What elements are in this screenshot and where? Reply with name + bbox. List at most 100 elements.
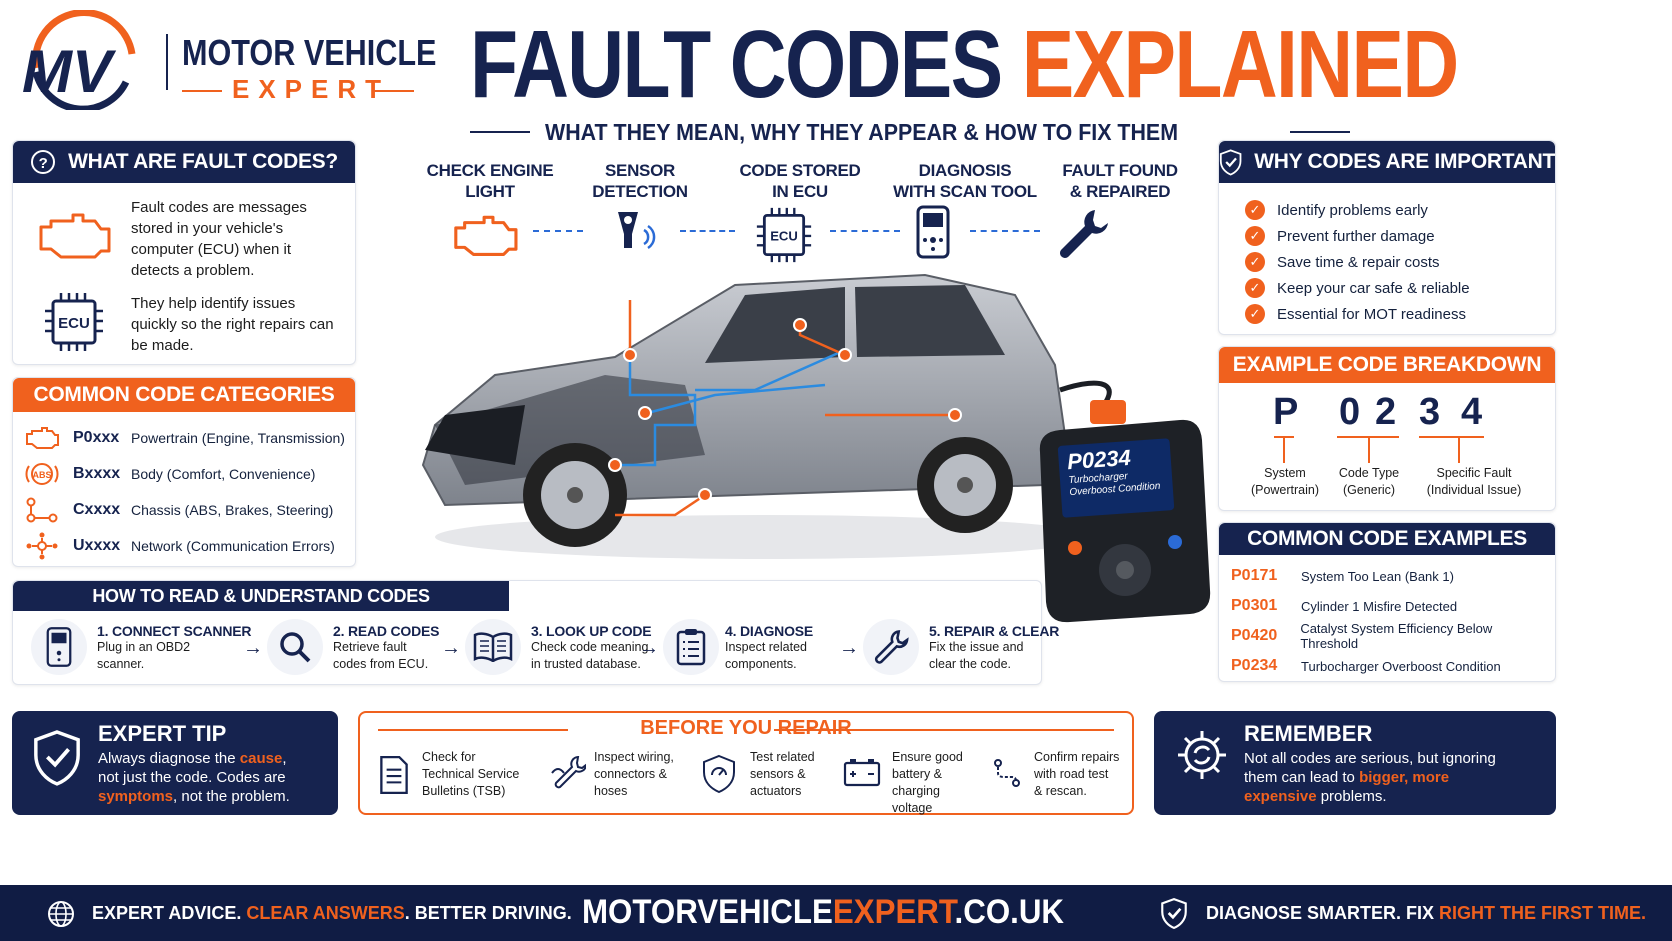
category-desc: Powertrain (Engine, Transmission) [131, 430, 345, 446]
subtitle-line-left [470, 131, 530, 133]
svg-text:?: ? [39, 155, 48, 172]
breakdown-label: System(Powertrain) [1250, 466, 1320, 497]
remember-text: Not all codes are serious, but ignoring … [1244, 750, 1496, 805]
flow-arrow [830, 230, 900, 232]
engine-icon [39, 213, 111, 259]
category-desc: Body (Comfort, Convenience) [131, 466, 316, 482]
scan-tool-icon [916, 205, 950, 259]
tip-heading: EXPERT TIP [98, 721, 227, 746]
subtitle-line-right [1290, 131, 1350, 133]
scanner-screen: P0234 Turbocharger Overboost Condition [1066, 443, 1160, 499]
why-item: ✓Essential for MOT readiness [1245, 301, 1470, 327]
brand-name-line1: MOTOR VEHICLE [182, 32, 437, 73]
code-char: 3 [1419, 391, 1441, 433]
abs-icon: ABS [25, 463, 59, 485]
flow-arrow [680, 230, 735, 232]
scanner-icon [1039, 400, 1211, 623]
logo-dash-right [374, 90, 414, 92]
mv-monogram: MV [22, 38, 117, 105]
what-panel: ? WHAT ARE FAULT CODES? Fault codes are … [12, 140, 356, 365]
breakdown-label: Code Type(Generic) [1338, 466, 1400, 497]
car-illustration [421, 273, 1112, 559]
howto-step-icon [31, 619, 87, 675]
footer-tagline-left: EXPERT ADVICE. CLEAR ANSWERS. BETTER DRI… [92, 903, 572, 923]
brand-logo[interactable]: MV MOTOR VEHICLE EXPERT [14, 10, 436, 110]
check-icon: ✓ [1245, 226, 1265, 246]
before-line-left [378, 729, 568, 731]
why-list: ✓Identify problems early ✓Prevent furthe… [1245, 197, 1470, 327]
howto-step-icon [267, 619, 323, 675]
scanner-device: P0234 Turbocharger Overboost Condition [1030, 400, 1240, 630]
shield-check-footer-icon [1161, 897, 1187, 929]
mv-logo-icon: MV [22, 10, 136, 110]
logo-divider [166, 34, 168, 90]
remember-panel: REMEMBER Not all codes are serious, but … [1154, 711, 1556, 815]
howto-heading: HOW TO READ & UNDERSTAND CODES [13, 581, 509, 611]
category-code: Bxxxx [73, 465, 121, 482]
code-char: 4 [1461, 391, 1483, 433]
footer-site-link[interactable]: MOTORVEHICLEEXPERT.CO.UK [582, 893, 1065, 931]
categories-list: P0xxx Powertrain (Engine, Transmission) … [25, 420, 350, 564]
what-heading: ? WHAT ARE FAULT CODES? [13, 141, 355, 183]
category-desc: Network (Communication Errors) [131, 538, 335, 554]
category-row: P0xxx Powertrain (Engine, Transmission) [25, 420, 350, 456]
shield-check-icon [1219, 149, 1242, 176]
svg-text:ABS: ABS [32, 470, 51, 480]
why-item: ✓Keep your car safe & reliable [1245, 275, 1470, 301]
category-desc: Chassis (ABS, Brakes, Steering) [131, 502, 334, 518]
gear-refresh-icon [1178, 731, 1226, 779]
breakdown-label: Specific Fault(Individual Issue) [1426, 466, 1522, 497]
category-row: Uxxxx Network (Communication Errors) [25, 528, 350, 564]
arrow-right-icon: → [639, 637, 659, 659]
network-icon [26, 532, 58, 560]
howto-panel: HOW TO READ & UNDERSTAND CODES 1. CONNEC… [12, 580, 1059, 685]
code-char: 2 [1375, 391, 1397, 433]
examples-heading: COMMON CODE EXAMPLES [1219, 523, 1555, 555]
sensor-test-icon [703, 754, 735, 794]
before-line-right [774, 729, 1114, 731]
check-icon: ✓ [1245, 278, 1265, 298]
why-item: ✓Prevent further damage [1245, 223, 1470, 249]
brand-name-line2: EXPERT [232, 74, 391, 104]
document-icon [380, 755, 408, 795]
breakdown-connectors [1274, 436, 1484, 463]
road-test-icon [994, 759, 1020, 787]
obd-scanner-icon [46, 627, 72, 667]
question-icon: ? [31, 150, 56, 174]
engine-small-icon [26, 427, 59, 449]
arrow-right-icon: → [441, 637, 461, 659]
category-row: ABS Bxxxx Body (Comfort, Convenience) [25, 456, 350, 492]
ecu-chip-icon: ECU [45, 293, 103, 351]
tip-text: Always diagnose the cause, not just the … [98, 750, 290, 805]
what-para2: They help identify issues quickly so the… [131, 295, 334, 354]
subtitle-block: WHAT THEY MEAN, WHY THEY APPEAR & HOW TO… [470, 115, 1360, 149]
breakdown-code: P 0 2 3 4 [1219, 391, 1557, 441]
svg-text:ECU: ECU [770, 229, 798, 244]
remember-heading: REMEMBER [1244, 721, 1373, 746]
wrench-small-icon [874, 630, 909, 664]
title-part1: FAULT CODES [470, 11, 1003, 118]
check-icon: ✓ [1245, 304, 1265, 324]
wiring-icon [551, 755, 586, 789]
flow-arrow [533, 230, 583, 232]
check-icon: ✓ [1245, 252, 1265, 272]
arrow-right-icon: → [243, 637, 263, 659]
why-heading-text: WHY CODES ARE IMPORTANT [1254, 150, 1555, 173]
howto-step-icon [863, 619, 919, 675]
battery-icon [843, 759, 881, 787]
title-part2: EXPLAINED [1021, 11, 1459, 118]
category-code: P0xxx [73, 429, 120, 446]
